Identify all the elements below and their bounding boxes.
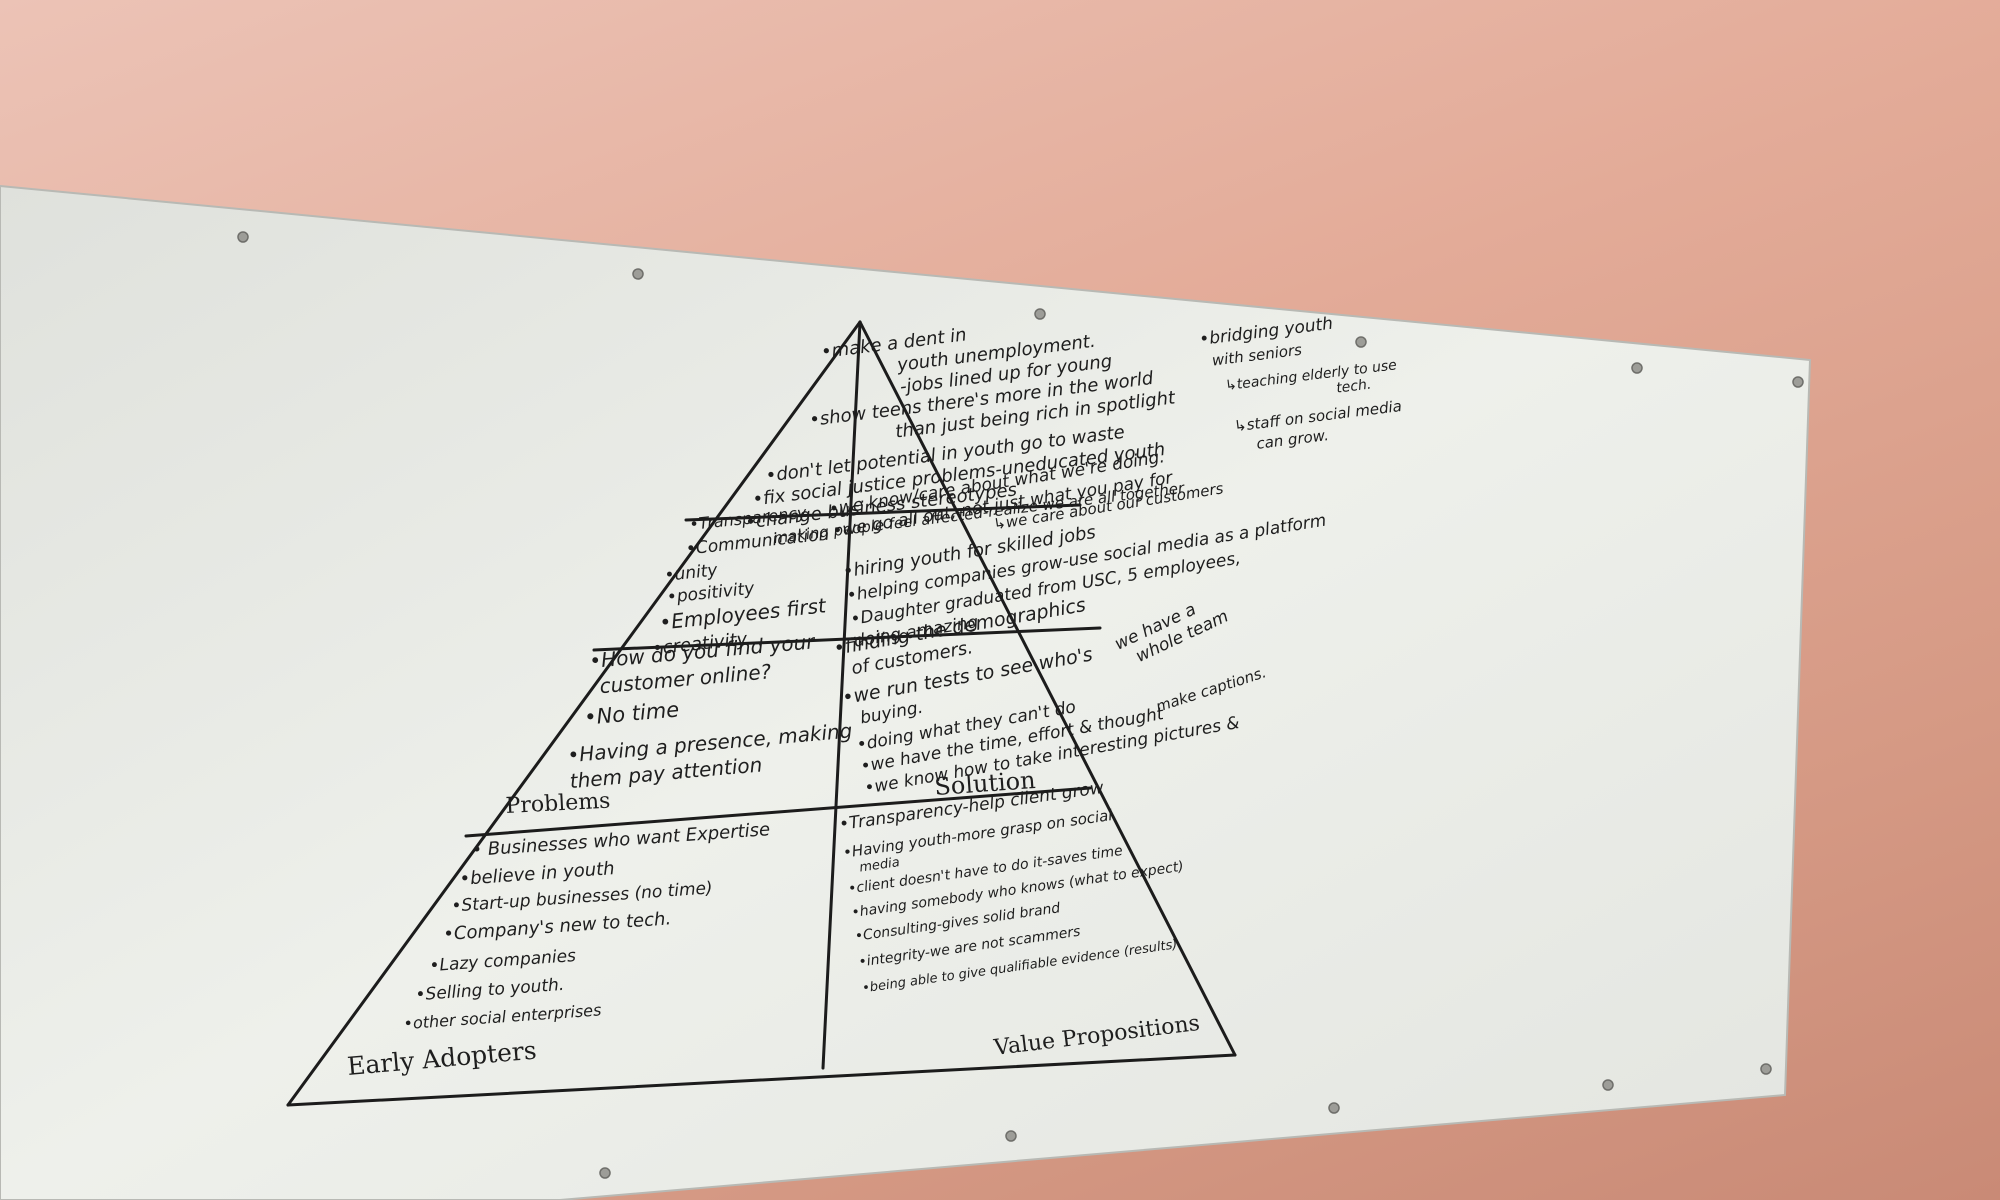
pyramid-diagram <box>286 320 1237 1107</box>
screws <box>237 231 1804 1179</box>
screw <box>1034 308 1046 320</box>
screw <box>1005 1130 1017 1142</box>
screw <box>1631 362 1643 374</box>
pyramid-left-edge <box>286 320 862 1107</box>
pyramid-tier-1 <box>684 503 1082 522</box>
screw <box>1355 336 1367 348</box>
screw <box>237 231 249 243</box>
pyramid-base <box>286 1053 1237 1107</box>
screw <box>1760 1063 1772 1075</box>
pyramid-right-edge <box>858 320 1237 1057</box>
problems-label: Problems <box>505 789 611 819</box>
note-line: media <box>858 855 900 875</box>
whiteboard <box>0 184 1812 1200</box>
screw <box>1328 1102 1340 1114</box>
note-line: tech. <box>1335 376 1372 396</box>
pyramid-tier-3 <box>464 786 1092 838</box>
screw <box>1602 1079 1614 1091</box>
screw <box>599 1167 611 1179</box>
pyramid-tier-2 <box>592 626 1102 652</box>
screw <box>632 268 644 280</box>
pyramid-center-divider <box>821 320 862 1070</box>
screw <box>1792 376 1804 388</box>
